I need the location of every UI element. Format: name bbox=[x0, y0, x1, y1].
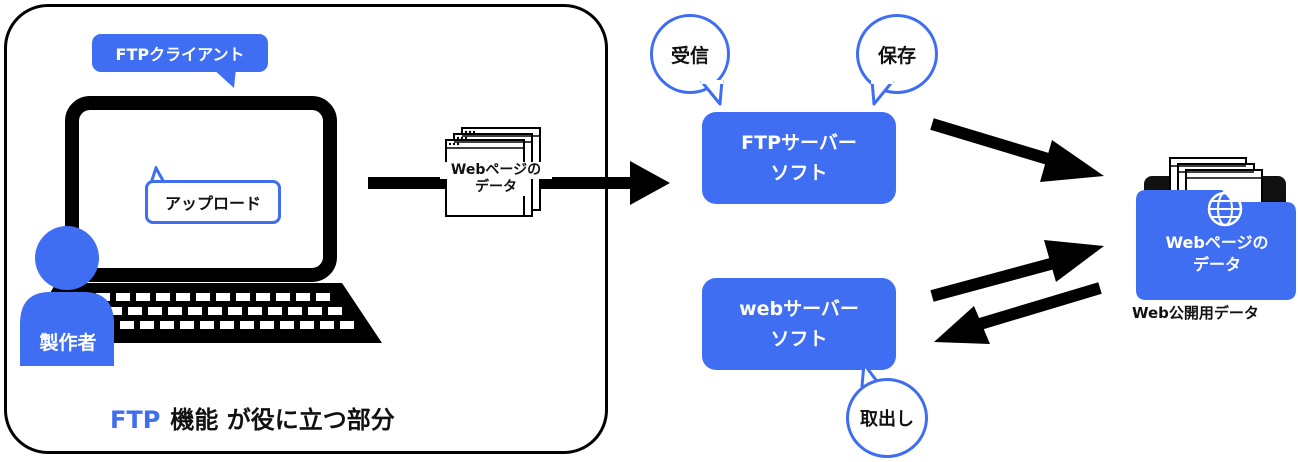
ftp-title-rest: 機能 が役に立つ部分 bbox=[170, 406, 395, 434]
user-icon bbox=[20, 226, 114, 366]
transfer-doc-line2: データ bbox=[464, 179, 528, 196]
ftp-server-software-box: FTPサーバー ソフト bbox=[702, 112, 896, 204]
save-bubble-tail bbox=[870, 80, 894, 106]
fetch-arrow-to-folder bbox=[930, 240, 1104, 302]
receive-label: 受信 bbox=[670, 44, 709, 67]
ftp-function-title: FTP 機能 が役に立つ部分 bbox=[110, 400, 510, 435]
save-arrow bbox=[930, 118, 1104, 182]
save-label: 保存 bbox=[877, 44, 916, 67]
web-server-line1: webサーバー bbox=[739, 298, 859, 320]
transfer-doc-label: Webページの データ bbox=[440, 162, 552, 196]
upload-tag: アップロード bbox=[145, 180, 281, 224]
save-bubble: 保存 bbox=[856, 14, 938, 94]
ftp-server-line1: FTPサーバー bbox=[741, 132, 857, 154]
creator-label: 製作者 bbox=[39, 332, 97, 354]
receive-bubble-tail bbox=[700, 80, 724, 106]
globe-icon bbox=[1207, 191, 1243, 227]
transfer-doc-line1: Webページの bbox=[440, 162, 552, 179]
web-server-software-box: webサーバー ソフト bbox=[702, 278, 896, 370]
ftp-server-line2: ソフト bbox=[770, 162, 828, 184]
folder-icon bbox=[1136, 157, 1296, 300]
fetch-arrow-to-web-server bbox=[934, 282, 1102, 344]
public-data-label: Web公開用データ bbox=[1132, 304, 1259, 322]
ftp-client-tag-tail bbox=[212, 68, 236, 88]
ftp-client-label: FTPクライアント bbox=[115, 45, 245, 64]
ftp-title-accent: FTP bbox=[110, 406, 161, 434]
retrieve-label: 取出し bbox=[860, 409, 914, 430]
retrieve-bubble: 取出し bbox=[846, 378, 928, 458]
folder-line2: データ bbox=[1192, 255, 1241, 274]
ftp-client-tag: FTPクライアント bbox=[92, 34, 268, 72]
folder-label: Webページの データ bbox=[1138, 232, 1296, 276]
web-server-line2: ソフト bbox=[770, 328, 828, 350]
upload-label: アップロード bbox=[164, 194, 261, 213]
ftp-function-frame bbox=[4, 4, 608, 454]
folder-line1: Webページの bbox=[1165, 233, 1269, 252]
